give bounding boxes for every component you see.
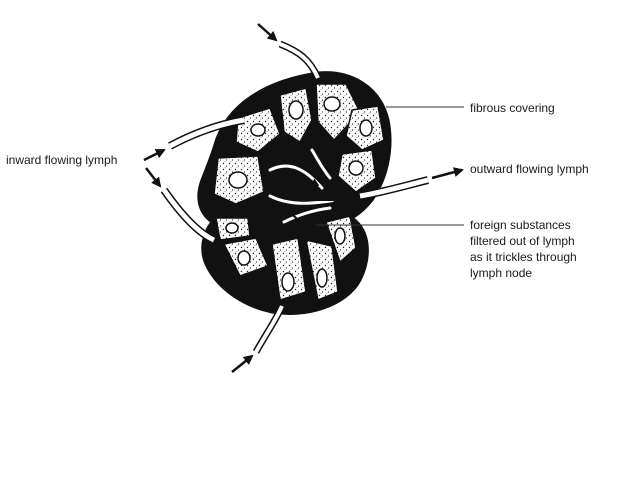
internal-flow-arrows — [286, 174, 342, 223]
lymph-node — [197, 71, 392, 316]
label-foreign-substances: foreign substances filtered out of lymph… — [470, 217, 577, 281]
label-outward-flowing-lymph: outward flowing lymph — [470, 162, 589, 176]
lobule — [271, 237, 307, 301]
afferent-vessel-left-lower — [145, 167, 216, 244]
leader-lines — [316, 106, 464, 226]
afferent-vessel-bottom — [231, 304, 286, 373]
label-foreign-line-4: lymph node — [470, 266, 533, 280]
label-fibrous-covering: fibrous covering — [470, 101, 555, 115]
efferent-vessel — [359, 167, 464, 200]
afferent-vessel-top — [257, 23, 322, 80]
afferent-vessel-left-upper — [143, 116, 245, 162]
label-foreign-line-1: foreign substances — [470, 218, 571, 232]
label-foreign-line-2: filtered out of lymph — [470, 234, 575, 248]
label-foreign-line-3: as it trickles through — [470, 250, 577, 264]
germinal-centres — [225, 96, 373, 292]
label-inward-flowing-lymph: inward flowing lymph — [6, 153, 118, 167]
